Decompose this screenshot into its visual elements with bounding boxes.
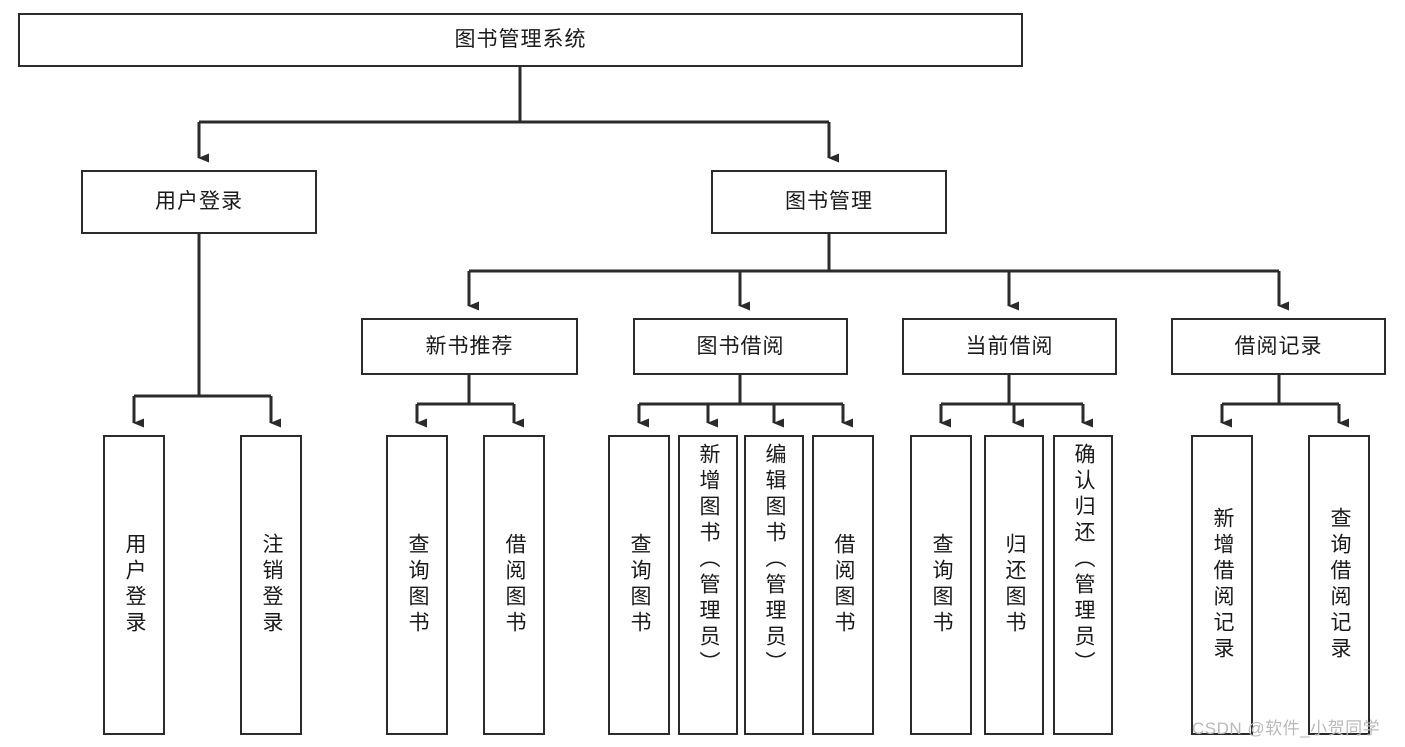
node-label: 当前借阅 xyxy=(965,334,1054,358)
node-label: 借阅图书 xyxy=(503,533,527,637)
node-label: 查询图书 xyxy=(930,533,954,637)
node-label: 借阅记录 xyxy=(1234,334,1323,358)
node-label: 查询图书 xyxy=(628,533,652,637)
node-leaf-borrow-book[interactable]: 借阅图书 xyxy=(812,435,874,735)
node-label: 新增借阅记录 xyxy=(1211,507,1235,663)
node-label: 图书管理 xyxy=(785,190,873,214)
node-leaf-logout[interactable]: 注销登录 xyxy=(240,435,302,735)
node-label: 用户登录 xyxy=(155,190,243,214)
node-label: 编辑图书（管理员） xyxy=(763,443,787,677)
node-leaf-query-book-borrow[interactable]: 查询图书 xyxy=(608,435,670,735)
node-leaf-confirm-return-admin[interactable]: 确认归还（管理员） xyxy=(1053,435,1113,735)
node-book-manage[interactable]: 图书管理 xyxy=(711,170,947,234)
node-label: 新书推荐 xyxy=(425,334,514,358)
node-leaf-query-book-current[interactable]: 查询图书 xyxy=(910,435,972,735)
node-user-login[interactable]: 用户登录 xyxy=(81,170,317,234)
node-leaf-borrow-book-recommend[interactable]: 借阅图书 xyxy=(483,435,545,735)
node-label: 图书借阅 xyxy=(696,334,785,358)
node-leaf-user-login[interactable]: 用户登录 xyxy=(103,435,165,735)
node-leaf-add-borrow-record[interactable]: 新增借阅记录 xyxy=(1191,435,1253,735)
watermark: CSDN @软件_小贺同学 xyxy=(1192,719,1381,738)
node-leaf-return-book[interactable]: 归还图书 xyxy=(984,435,1044,735)
node-label: 确认归还（管理员） xyxy=(1072,443,1096,677)
node-label: 新增图书（管理员） xyxy=(697,443,721,677)
node-new-book-recommend[interactable]: 新书推荐 xyxy=(361,318,578,375)
node-label: 查询借阅记录 xyxy=(1328,507,1352,663)
node-label: 查询图书 xyxy=(406,533,430,637)
node-label: 借阅图书 xyxy=(832,533,856,637)
node-leaf-add-book-admin[interactable]: 新增图书（管理员） xyxy=(678,435,738,735)
node-leaf-query-book-recommend[interactable]: 查询图书 xyxy=(386,435,448,735)
node-leaf-edit-book-admin[interactable]: 编辑图书（管理员） xyxy=(744,435,804,735)
node-current-borrow[interactable]: 当前借阅 xyxy=(902,318,1117,375)
node-leaf-query-borrow-record[interactable]: 查询借阅记录 xyxy=(1308,435,1370,735)
node-book-borrow[interactable]: 图书借阅 xyxy=(633,318,848,375)
node-borrow-record[interactable]: 借阅记录 xyxy=(1171,318,1386,375)
node-label: 用户登录 xyxy=(123,533,147,637)
node-label: 注销登录 xyxy=(260,533,284,637)
node-label: 归还图书 xyxy=(1003,533,1027,637)
node-label: 图书管理系统 xyxy=(454,28,587,52)
node-root-system[interactable]: 图书管理系统 xyxy=(18,13,1023,67)
